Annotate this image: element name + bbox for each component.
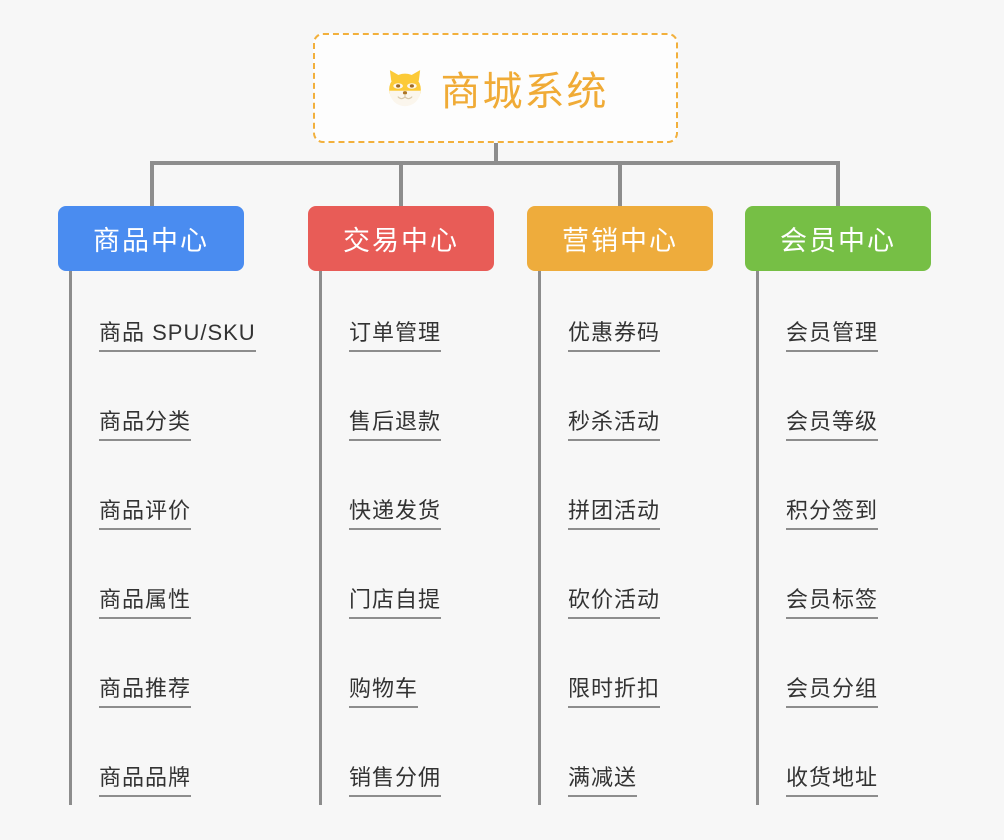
leaf-label: 商品分类 xyxy=(99,410,192,441)
leaf-item[interactable]: 优惠券码 xyxy=(538,271,713,360)
leaf-list-product-center: 商品 SPU/SKU 商品分类 商品评价 商品属性 商品推荐 商品品牌 xyxy=(69,271,256,805)
leaf-label: 限时折扣 xyxy=(568,677,661,708)
leaf-label: 订单管理 xyxy=(349,321,442,352)
leaf-item[interactable]: 商品分类 xyxy=(69,360,244,449)
leaf-label: 商品推荐 xyxy=(99,677,192,708)
leaf-label: 商品品牌 xyxy=(99,766,192,797)
branch-rail xyxy=(319,271,322,805)
leaf-label: 会员等级 xyxy=(786,410,879,441)
category-node-marketing-center[interactable]: 营销中心 xyxy=(527,206,713,271)
branch-rail xyxy=(756,271,759,805)
leaf-label: 商品属性 xyxy=(99,588,192,619)
leaf-label: 砍价活动 xyxy=(568,588,661,619)
leaf-item[interactable]: 收货地址 xyxy=(756,716,931,805)
leaf-item[interactable]: 订单管理 xyxy=(319,271,494,360)
leaf-item[interactable]: 限时折扣 xyxy=(538,627,713,716)
leaf-label: 售后退款 xyxy=(349,410,442,441)
leaf-item[interactable]: 购物车 xyxy=(319,627,494,716)
leaf-label: 优惠券码 xyxy=(568,321,661,352)
leaf-label: 购物车 xyxy=(349,677,419,708)
leaf-item[interactable]: 会员标签 xyxy=(756,538,931,627)
category-node-member-center[interactable]: 会员中心 xyxy=(745,206,931,271)
leaf-label: 积分签到 xyxy=(786,499,879,530)
category-node-label: 商品中心 xyxy=(93,226,209,256)
leaf-label: 满减送 xyxy=(568,766,638,797)
branch-rail xyxy=(538,271,541,805)
leaf-item[interactable]: 秒杀活动 xyxy=(538,360,713,449)
leaf-item[interactable]: 售后退款 xyxy=(319,360,494,449)
category-node-product-center[interactable]: 商品中心 xyxy=(58,206,244,271)
leaf-item[interactable]: 商品 SPU/SKU xyxy=(69,271,256,360)
connector-drop-member-center xyxy=(836,161,840,206)
leaf-item[interactable]: 商品属性 xyxy=(69,538,244,627)
leaf-item[interactable]: 砍价活动 xyxy=(538,538,713,627)
leaf-item[interactable]: 销售分佣 xyxy=(319,716,494,805)
leaf-label: 商品 SPU/SKU xyxy=(99,321,256,352)
leaf-label: 商品评价 xyxy=(99,499,192,530)
leaf-item[interactable]: 快递发货 xyxy=(319,449,494,538)
category-node-label: 营销中心 xyxy=(562,226,678,256)
branch-column-member-center: 会员中心 会员管理 会员等级 积分签到 会员标签 会员分组 收货地址 xyxy=(745,206,931,805)
root-node-mall-system[interactable]: 商城系统 xyxy=(313,33,678,143)
leaf-item[interactable]: 满减送 xyxy=(538,716,713,805)
leaf-item[interactable]: 会员管理 xyxy=(756,271,931,360)
leaf-item[interactable]: 商品品牌 xyxy=(69,716,244,805)
leaf-list-marketing-center: 优惠券码 秒杀活动 拼团活动 砍价活动 限时折扣 满减送 xyxy=(538,271,713,805)
category-node-label: 交易中心 xyxy=(343,226,459,256)
leaf-item[interactable]: 商品评价 xyxy=(69,449,244,538)
connector-horizontal-bus xyxy=(150,161,840,165)
leaf-item[interactable]: 商品推荐 xyxy=(69,627,244,716)
leaf-item[interactable]: 积分签到 xyxy=(756,449,931,538)
category-node-trade-center[interactable]: 交易中心 xyxy=(308,206,494,271)
leaf-label: 秒杀活动 xyxy=(568,410,661,441)
leaf-item[interactable]: 门店自提 xyxy=(319,538,494,627)
category-node-label: 会员中心 xyxy=(780,226,896,256)
root-node-title: 商城系统 xyxy=(440,70,609,114)
leaf-item[interactable]: 会员等级 xyxy=(756,360,931,449)
connector-root-stem xyxy=(494,143,498,164)
leaf-label: 门店自提 xyxy=(349,588,442,619)
leaf-label: 会员标签 xyxy=(786,588,879,619)
leaf-label: 收货地址 xyxy=(786,766,879,797)
leaf-label: 销售分佣 xyxy=(349,766,442,797)
branch-column-marketing-center: 营销中心 优惠券码 秒杀活动 拼团活动 砍价活动 限时折扣 满减送 xyxy=(527,206,713,805)
leaf-item[interactable]: 会员分组 xyxy=(756,627,931,716)
branch-column-trade-center: 交易中心 订单管理 售后退款 快递发货 门店自提 购物车 销售分佣 xyxy=(308,206,494,805)
leaf-label: 拼团活动 xyxy=(568,499,661,530)
leaf-list-member-center: 会员管理 会员等级 积分签到 会员标签 会员分组 收货地址 xyxy=(756,271,931,805)
leaf-item[interactable]: 拼团活动 xyxy=(538,449,713,538)
leaf-label: 快递发货 xyxy=(349,499,442,530)
branch-column-product-center: 商品中心 商品 SPU/SKU 商品分类 商品评价 商品属性 商品推荐 商品品牌 xyxy=(58,206,256,805)
connector-drop-marketing-center xyxy=(618,161,622,206)
connector-drop-product-center xyxy=(150,161,154,206)
shiba-dog-face-icon xyxy=(383,66,427,110)
leaf-list-trade-center: 订单管理 售后退款 快递发货 门店自提 购物车 销售分佣 xyxy=(319,271,494,805)
leaf-label: 会员分组 xyxy=(786,677,879,708)
leaf-label: 会员管理 xyxy=(786,321,879,352)
branch-rail xyxy=(69,271,72,805)
connector-drop-trade-center xyxy=(399,161,403,206)
